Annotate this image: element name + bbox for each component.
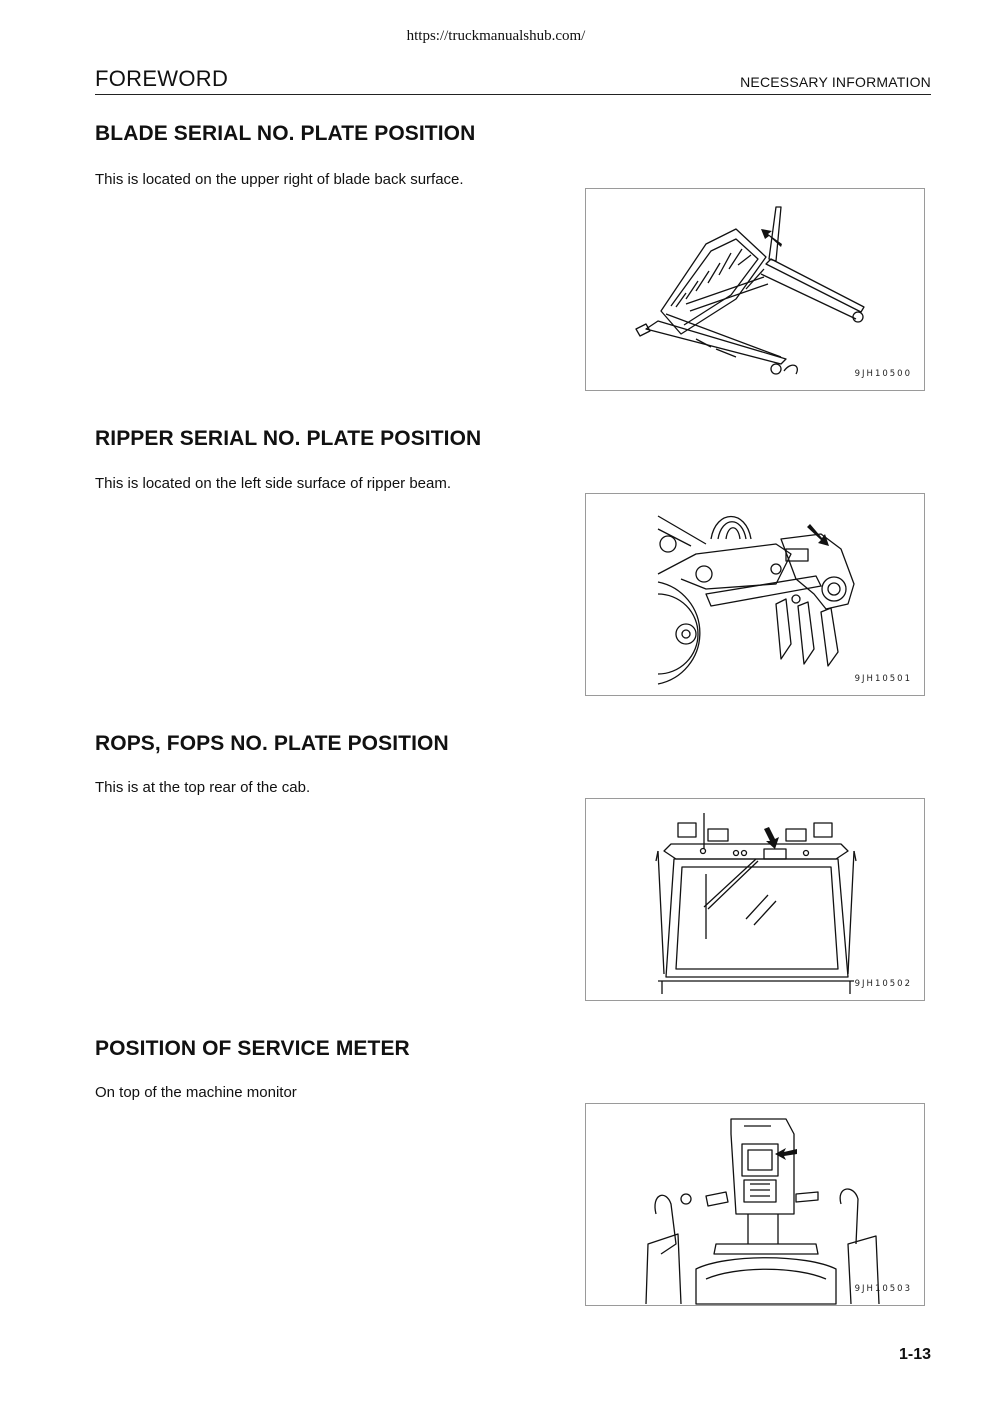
section-text: This is at the top rear of the cab. [95,779,311,796]
section-title: RIPPER SERIAL NO. PLATE POSITION [95,427,482,450]
section-text: On top of the machine monitor [95,1084,297,1101]
source-url[interactable]: https://truckmanualshub.com/ [406,28,586,44]
ripper-illustration: 9JH10501 [585,493,925,696]
figure-code: 9JH10500 [854,369,912,379]
section-text: This is located on the left side surface… [95,475,452,492]
service-meter-arrow-icon [775,1148,797,1160]
cab-illustration: 9JH10502 [585,798,925,1001]
section-text: This is located on the upper right of bl… [95,171,464,188]
figure-code: 9JH10503 [854,1284,912,1294]
ripper-drawing [657,515,855,685]
figure-code: 9JH10502 [854,979,912,989]
chapter-title: FOREWORD [95,66,229,91]
monitor-illustration: 9JH10503 [585,1103,925,1306]
monitor-drawing [645,1118,880,1305]
blade-illustration: 9JH10500 [585,188,925,391]
section-title: POSITION OF SERVICE METER [95,1037,410,1060]
section-category: NECESSARY INFORMATION [740,74,931,90]
blade-plate-arrow-icon [761,229,782,247]
page-number: 1-13 [898,1346,931,1363]
section-title: ROPS, FOPS NO. PLATE POSITION [95,732,449,755]
page-header: FOREWORD NECESSARY INFORMATION [95,66,931,95]
blade-drawing [635,206,865,375]
section-title: BLADE SERIAL NO. PLATE POSITION [95,122,476,145]
ripper-plate-arrow-icon [807,524,829,546]
figure-code: 9JH10501 [854,674,912,684]
cab-drawing [655,813,857,994]
cab-plate-arrow-icon [764,827,779,849]
